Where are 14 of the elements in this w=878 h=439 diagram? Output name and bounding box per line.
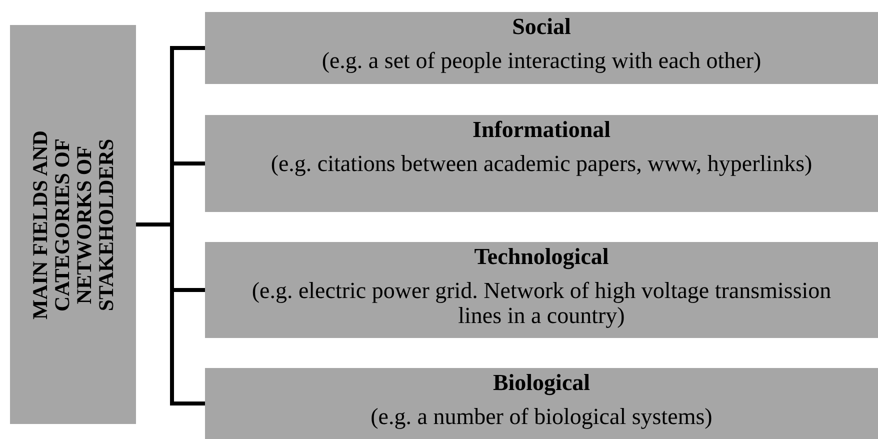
field-box <box>205 115 878 212</box>
field-heading: Informational <box>472 117 612 143</box>
field-description: (e.g. citations between academic papers, www, hyperlinks) <box>270 151 814 176</box>
field-box <box>205 12 878 84</box>
field-description: (e.g. a set of people interacting with each other) <box>320 48 762 73</box>
category-box <box>10 25 136 424</box>
vertical-title: MAIN FIELDS AND CATEGORIES OF NETWORKS OF STAKEHOLDERS <box>29 128 117 322</box>
field-box <box>205 242 878 338</box>
field-heading: Biological <box>492 370 592 396</box>
field-heading: Technological <box>473 244 610 270</box>
field-box <box>205 368 878 439</box>
field-description: (e.g. electric power grid. Network of high voltage transmission lines in a country) <box>250 278 832 328</box>
field-description: (e.g. a number of biological systems) <box>370 404 714 429</box>
field-heading: Social <box>511 14 572 40</box>
